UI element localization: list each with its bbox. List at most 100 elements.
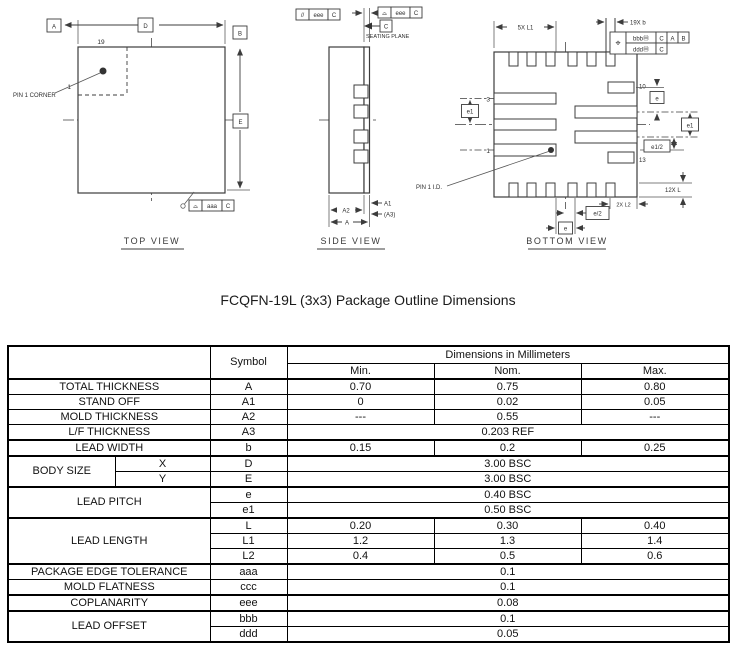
pin13-label: 13 bbox=[639, 158, 646, 164]
nom-cell: 0.5 bbox=[433, 548, 582, 565]
max-cell: --- bbox=[580, 409, 730, 425]
package-body-top bbox=[77, 46, 226, 194]
pad bbox=[567, 182, 578, 198]
profile-symbol-icon: ⌓ bbox=[382, 11, 387, 17]
max-cell: 0.80 bbox=[580, 378, 730, 395]
pad bbox=[526, 51, 537, 67]
nom-cell: 0.2 bbox=[433, 439, 582, 457]
pin1-id-dot bbox=[548, 147, 554, 153]
pin1-id-label: PIN 1 I.D. bbox=[416, 185, 442, 191]
min-cell: 0.20 bbox=[286, 517, 435, 534]
package-outline-drawing: 19 1 PIN 1 CORNER A D B E ⌓ aaa C TOP VI… bbox=[13, 6, 700, 250]
value-span-cell: 0.1 bbox=[286, 579, 730, 596]
pad bbox=[605, 182, 616, 198]
symbol-cell: eee bbox=[209, 594, 288, 612]
pin19-label: 19 bbox=[97, 39, 105, 46]
dim-5x-l1-label: 5X L1 bbox=[518, 26, 534, 32]
table-header-row: Symbol Dimensions in Millimeters bbox=[7, 345, 730, 380]
fcf-tolerance: dddⓂ bbox=[633, 46, 649, 54]
symbol-cell: e bbox=[209, 486, 288, 503]
side-lead bbox=[353, 104, 369, 119]
value-span-cell: 0.1 bbox=[286, 610, 730, 627]
max-cell: 0.40 bbox=[580, 517, 730, 534]
symbol-cell: e1 bbox=[209, 502, 288, 519]
param-name-cell: COPLANARITY bbox=[7, 594, 211, 612]
max-cell: 0.6 bbox=[580, 548, 730, 565]
profile-symbol-icon: ⌓ bbox=[193, 204, 198, 210]
top-view-caption: TOP VIEW bbox=[124, 236, 180, 246]
pad bbox=[545, 51, 556, 67]
min-cell: 0.4 bbox=[286, 548, 435, 565]
dim-a-label: A bbox=[345, 221, 349, 227]
fcf-datum: C bbox=[332, 13, 337, 19]
fcf-datum: A bbox=[670, 37, 674, 43]
fcf-datum: C bbox=[226, 204, 231, 210]
param-name-cell: L/F THICKNESS bbox=[7, 424, 211, 441]
fcf-datum: B bbox=[681, 37, 685, 43]
datum-c-label: C bbox=[384, 25, 389, 31]
symbol-cell: A2 bbox=[209, 409, 288, 425]
symbol-cell: ddd bbox=[209, 626, 288, 643]
param-name-cell: LEAD WIDTH bbox=[7, 439, 211, 457]
value-span-cell: 0.203 REF bbox=[286, 424, 730, 441]
param-name-cell: BODY SIZE bbox=[7, 455, 116, 488]
empty-header-cell bbox=[7, 345, 211, 380]
param-sub-cell: Y bbox=[114, 471, 211, 488]
fcf-tolerance: eee bbox=[395, 11, 406, 17]
symbol-cell: A1 bbox=[209, 394, 288, 410]
pad bbox=[526, 182, 537, 198]
pad bbox=[545, 182, 556, 198]
dim-e-label: E bbox=[238, 120, 242, 126]
symbol-cell: D bbox=[209, 455, 288, 472]
min-cell: --- bbox=[286, 409, 435, 425]
seating-plane-arrow-icon bbox=[364, 22, 372, 30]
fcf-datum: C bbox=[659, 37, 664, 43]
max-cell: 1.4 bbox=[580, 533, 730, 549]
nom-cell: 0.02 bbox=[433, 394, 582, 410]
dimension-table: Symbol Dimensions in Millimeters Min. No… bbox=[7, 345, 731, 643]
param-name-cell: PACKAGE EDGE TOLERANCE bbox=[7, 563, 211, 580]
pad bbox=[574, 105, 638, 119]
pad bbox=[607, 151, 635, 164]
symbol-cell: L bbox=[209, 517, 288, 534]
dim-a2-label: A2 bbox=[342, 209, 350, 215]
min-cell: 0.70 bbox=[286, 378, 435, 395]
pad bbox=[493, 118, 557, 131]
nom-cell: 1.3 bbox=[433, 533, 582, 549]
dim-12x-l-label: 12X L bbox=[665, 188, 681, 194]
pad bbox=[508, 182, 519, 198]
min-cell: 1.2 bbox=[286, 533, 435, 549]
dim-19x-b-label: 19X b bbox=[630, 21, 646, 27]
param-name-cell: MOLD THICKNESS bbox=[7, 409, 211, 425]
pad bbox=[574, 130, 638, 144]
pad bbox=[567, 51, 578, 67]
value-span-cell: 0.50 BSC bbox=[286, 502, 730, 519]
symbol-cell: b bbox=[209, 439, 288, 457]
side-lead bbox=[353, 129, 369, 144]
pad bbox=[508, 51, 519, 67]
nom-cell: 0.75 bbox=[433, 378, 582, 395]
symbol-cell: A3 bbox=[209, 424, 288, 441]
top-view: 19 1 PIN 1 CORNER A D B E ⌓ aaa C TOP VI… bbox=[13, 17, 250, 250]
fcf-datum: C bbox=[414, 11, 419, 17]
package-body-side bbox=[328, 46, 365, 194]
pin1-label: 1 bbox=[486, 148, 490, 155]
fcf-datum: C bbox=[659, 48, 664, 54]
dim-2x-l2-label: 2X L2 bbox=[616, 203, 630, 209]
page-title: FCQFN-19L (3x3) Package Outline Dimensio… bbox=[220, 292, 516, 308]
max-header: Max. bbox=[580, 363, 730, 380]
nom-cell: 0.55 bbox=[433, 409, 582, 425]
dim-a3-label: (A3) bbox=[384, 213, 395, 219]
dim-e-right-label: e bbox=[655, 97, 659, 103]
symbol-header: Symbol bbox=[209, 345, 288, 380]
